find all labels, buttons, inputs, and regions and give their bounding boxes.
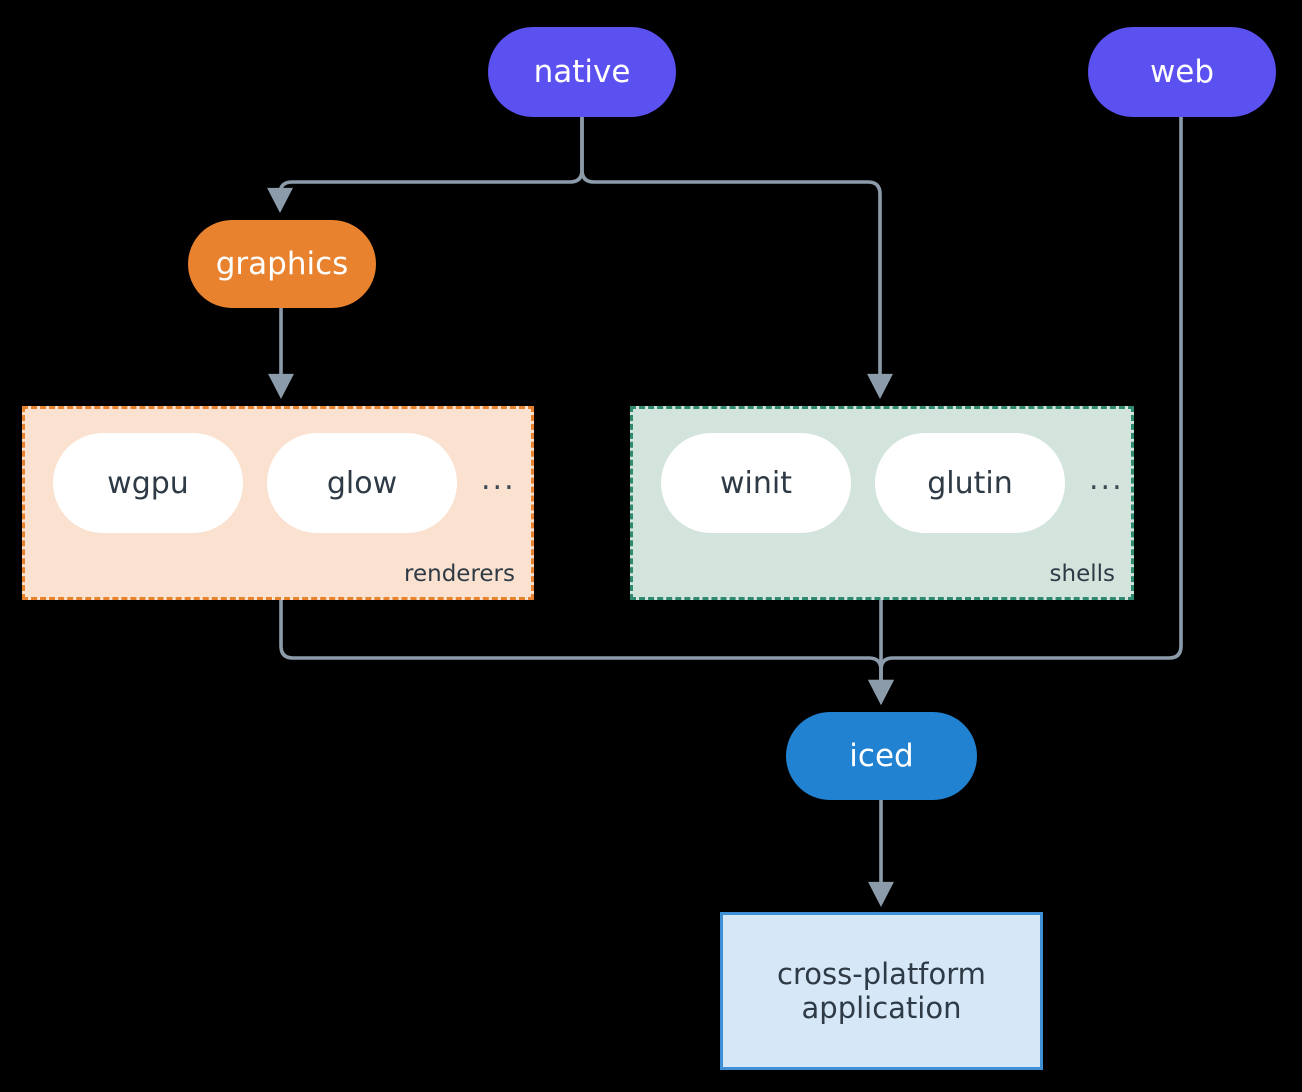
node-application-line2: application [801, 991, 962, 1025]
renderers-item-glow-label: glow [326, 465, 398, 501]
node-native[interactable]: native [488, 27, 676, 117]
renderers-more-ellipsis: ... [481, 461, 516, 497]
node-iced-label: iced [849, 737, 914, 774]
renderers-item-wgpu[interactable]: wgpu [53, 433, 243, 533]
shells-item-row: winit glutin ... [633, 433, 1124, 533]
group-renderers-label: renderers [404, 561, 515, 587]
node-application[interactable]: cross-platform application [720, 912, 1043, 1070]
shells-more-ellipsis: ... [1089, 461, 1124, 497]
node-web[interactable]: web [1088, 27, 1276, 117]
group-shells: winit glutin ... shells [630, 406, 1134, 600]
renderers-item-glow[interactable]: glow [267, 433, 457, 533]
group-renderers: wgpu glow ... renderers [22, 406, 534, 600]
shells-item-winit[interactable]: winit [661, 433, 851, 533]
shells-item-glutin[interactable]: glutin [875, 433, 1065, 533]
edge-native-to-shells [580, 115, 893, 400]
node-native-label: native [533, 53, 631, 90]
shells-item-glutin-label: glutin [927, 465, 1013, 501]
edge-renderers-to-iced [279, 598, 894, 706]
node-iced[interactable]: iced [786, 712, 977, 800]
node-graphics-label: graphics [215, 245, 349, 282]
node-application-line1: cross-platform [777, 956, 986, 991]
shells-item-winit-label: winit [720, 465, 792, 501]
edge-native-to-graphics [267, 115, 584, 214]
renderers-item-wgpu-label: wgpu [107, 465, 189, 501]
renderers-item-row: wgpu glow ... [25, 433, 516, 533]
node-web-label: web [1149, 53, 1215, 90]
group-shells-label: shells [1049, 561, 1115, 587]
node-graphics[interactable]: graphics [188, 220, 376, 308]
